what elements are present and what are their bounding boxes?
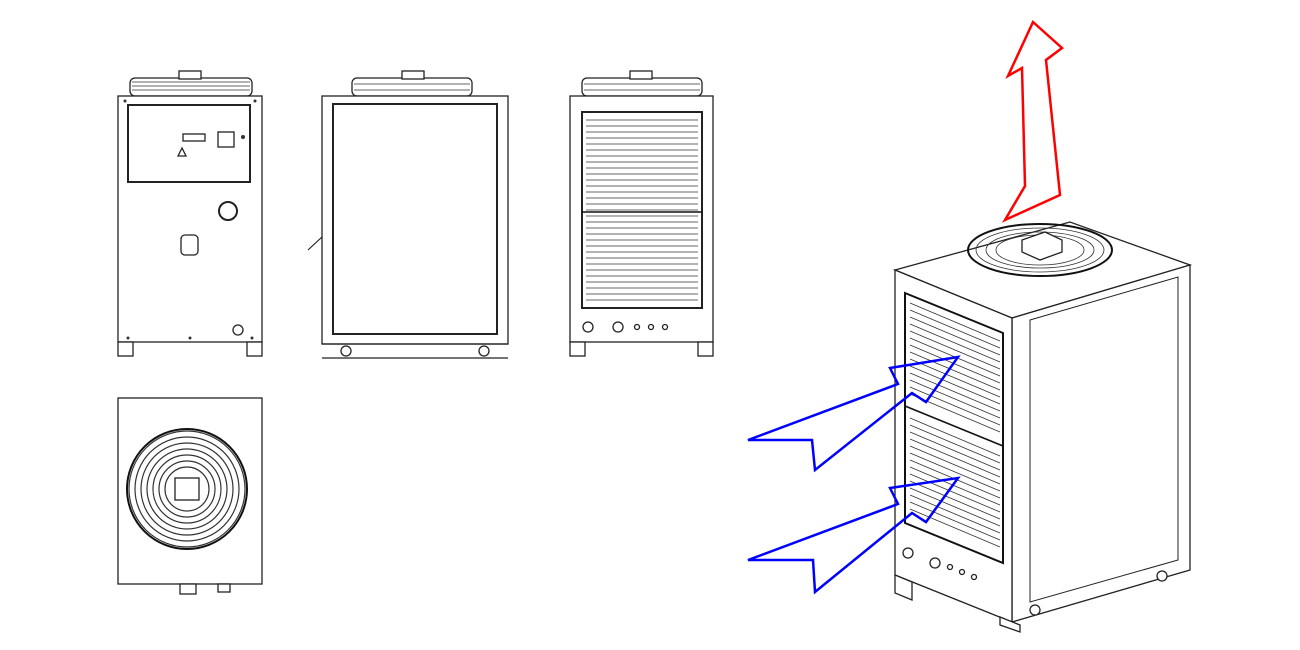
side-view: [307, 70, 509, 359]
rear-view: [569, 70, 714, 357]
isometric-view: [892, 221, 1193, 633]
front-view: [117, 70, 263, 357]
intake-arrow-upper-icon: [747, 355, 961, 473]
intake-arrow-lower-icon: [747, 476, 961, 595]
fan-icon: [967, 223, 1113, 277]
exhaust-arrow-up-icon: [1001, 19, 1064, 223]
top-view: [117, 397, 263, 595]
